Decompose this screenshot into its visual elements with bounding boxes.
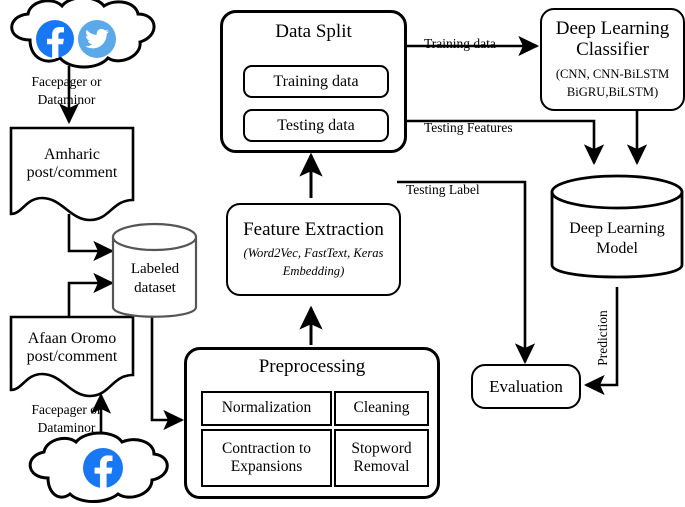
facepager-top-line2: Dataminor — [37, 91, 96, 107]
normalization-label: Normalization — [221, 399, 312, 417]
amharic-doc-line2: post/comment — [26, 164, 118, 181]
edge-label-facepager-bottom: Facepager or Dataminor — [4, 401, 129, 436]
dl-classifier-subtitle-line1: (CNN, CNN-BiLSTM — [555, 66, 670, 81]
preprocessing-step-stopword-removal[interactable]: Stopword Removal — [334, 429, 429, 487]
testing-data-label: Testing data — [277, 116, 355, 134]
facepager-bottom-line2: Dataminor — [37, 419, 96, 435]
node-amharic-document: Amharic post/comment — [11, 131, 133, 197]
cylinder-shape-dl-model — [550, 174, 684, 279]
node-afaan-document: Afaan Oromo post/comment — [11, 320, 133, 376]
edge-label-training-data: Training data — [424, 36, 496, 51]
data-split-testing-data[interactable]: Testing data — [243, 109, 389, 142]
edge-dataset-to-preprocessing — [150, 315, 185, 431]
edge-label-facepager-top: Facepager or Dataminor — [4, 73, 129, 108]
node-data-split: Data Split Training data Testing data — [220, 10, 407, 153]
data-split-training-data[interactable]: Training data — [243, 65, 389, 98]
afaan-doc-line2: post/comment — [26, 348, 118, 365]
edge-model-prediction-to-evaluation — [583, 287, 619, 396]
node-feature-extraction: Feature Extraction (Word2Vec, FastText, … — [226, 203, 401, 296]
stopword-line1: Stopword — [351, 439, 412, 457]
edge-testing-label-to-evaluation — [397, 180, 536, 365]
preprocessing-step-contraction-to-expansions[interactable]: Contraction to Expansions — [201, 429, 332, 487]
labeled-dataset-line1: Labeled — [130, 260, 180, 277]
data-split-title: Data Split — [275, 21, 352, 42]
node-dl-classifier: Deep Learning Classifier (CNN, CNN-BiLST… — [540, 8, 685, 111]
labeled-dataset-line2: dataset — [134, 280, 176, 296]
facepager-bottom-line1: Facepager or — [31, 402, 102, 417]
node-preprocessing: Preprocessing Normalization Cleaning Con… — [184, 347, 440, 499]
cleaning-label: Cleaning — [353, 399, 410, 417]
twitter-icon — [78, 20, 116, 58]
node-labeled-dataset: Labeled dataset — [113, 248, 197, 310]
node-evaluation: Evaluation — [471, 364, 581, 409]
edge-testing-features-to-model — [407, 119, 605, 166]
preprocessing-title: Preprocessing — [258, 356, 366, 377]
dl-classifier-title-line2: Classifier — [576, 39, 649, 61]
dl-classifier-title-line1: Deep Learning — [555, 17, 670, 39]
document-shape-afaan — [9, 315, 135, 398]
contraction-line1: Contraction to — [221, 439, 312, 457]
training-data-label: Training data — [273, 72, 359, 90]
twitter-glyph — [85, 28, 109, 49]
facebook-glyph — [47, 26, 64, 58]
edge-label-testing-label: Testing Label — [406, 182, 480, 197]
dl-model-line2: Model — [596, 240, 638, 257]
feature-extraction-subtitle-line2: Embedding) — [282, 264, 345, 279]
afaan-doc-line1: Afaan Oromo — [27, 329, 117, 347]
stopword-line2: Removal — [353, 458, 410, 475]
cylinder-shape-labeled-dataset — [111, 222, 198, 318]
dl-model-line1: Deep Learning — [569, 220, 665, 237]
edge-label-prediction: Prediction — [595, 310, 610, 366]
document-shape-amharic — [9, 126, 135, 222]
edge-amharic-to-dataset — [67, 214, 115, 262]
evaluation-label: Evaluation — [489, 376, 563, 396]
contraction-line2: Expansions — [230, 458, 303, 475]
node-dl-model: Deep Learning Model — [552, 210, 682, 268]
edge-label-testing-features: Testing Features — [424, 120, 513, 135]
facebook-icon-bottom — [83, 448, 123, 488]
facebook-icon — [36, 20, 74, 58]
facebook-glyph-bottom — [94, 455, 113, 488]
preprocessing-step-cleaning[interactable]: Cleaning — [334, 391, 429, 426]
facepager-top-line1: Facepager or — [31, 74, 102, 89]
preprocessing-step-normalization[interactable]: Normalization — [201, 391, 332, 426]
amharic-doc-line1: Amharic — [44, 145, 100, 163]
feature-extraction-title: Feature Extraction — [243, 218, 384, 240]
feature-extraction-subtitle-line1: (Word2Vec, FastText, Keras — [243, 245, 384, 260]
dl-classifier-subtitle-line2: BiGRU,BiLSTM) — [566, 84, 659, 99]
